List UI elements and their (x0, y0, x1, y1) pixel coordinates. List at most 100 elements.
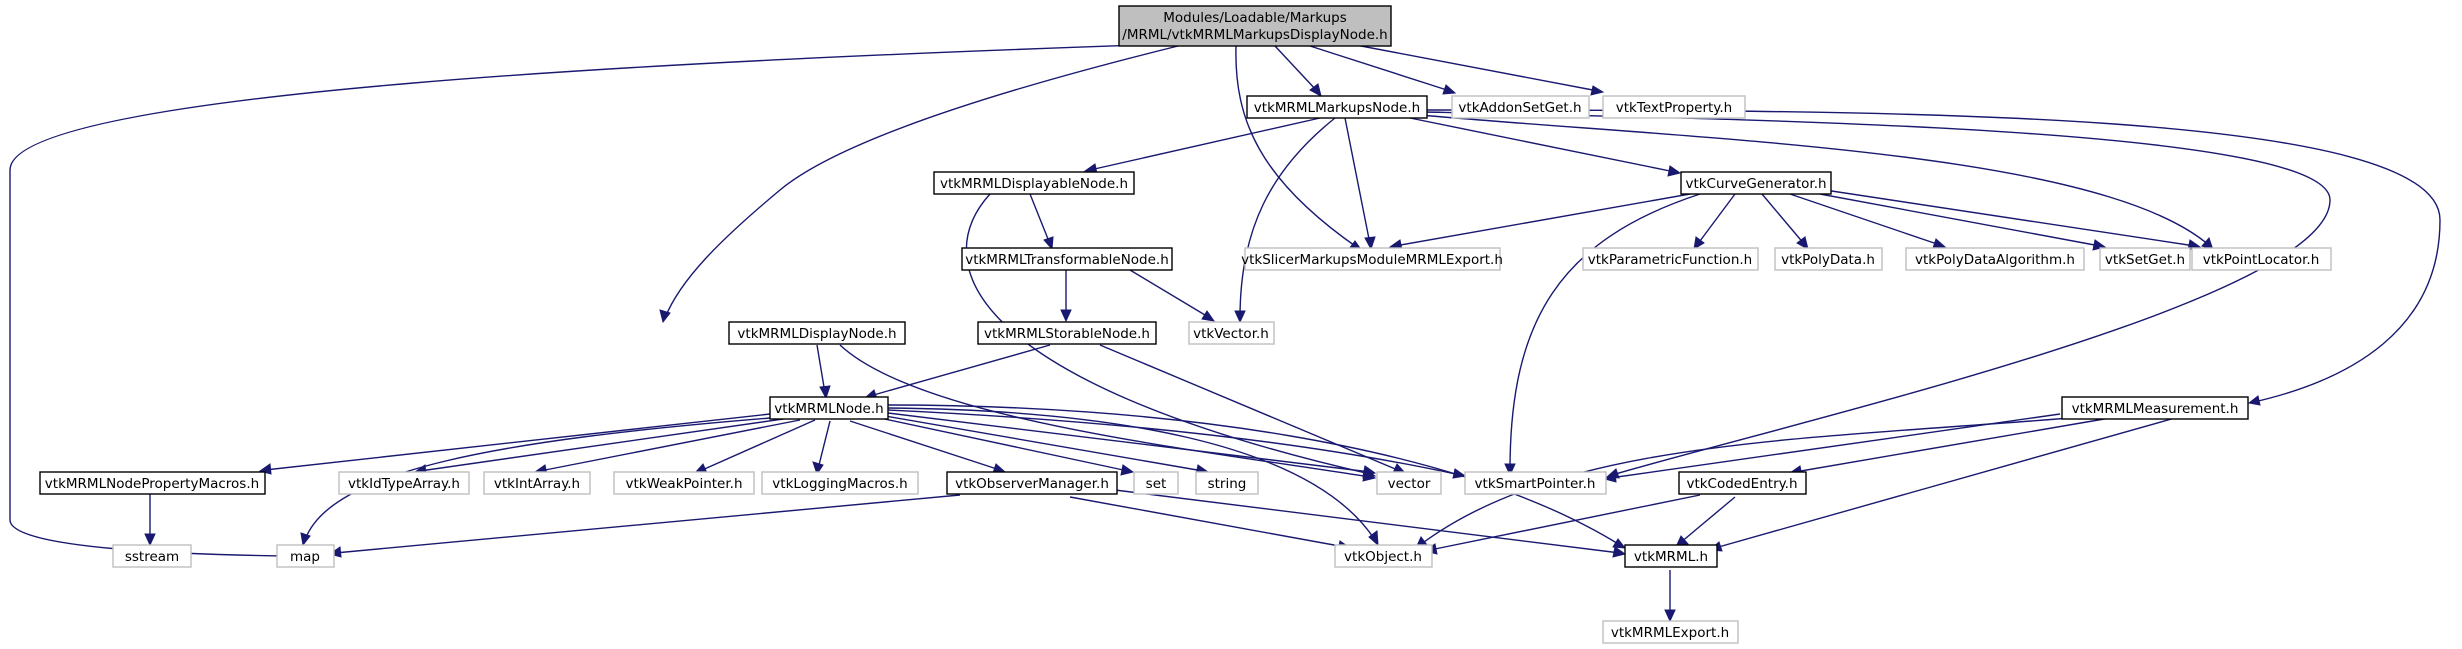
node-coded-entry-label: vtkCodedEntry.h (1686, 476, 1797, 492)
edge-curvegen-polydata-arrow (1796, 236, 1809, 250)
node-parametric-function[interactable]: vtkParametricFunction.h (1582, 247, 1759, 271)
node-vtk-object[interactable]: vtkObject.h (1334, 544, 1433, 568)
node-vtk-object-label: vtkObject.h (1344, 549, 1422, 565)
node-poly-data-algorithm[interactable]: vtkPolyDataAlgorithm.h (1905, 247, 2085, 271)
edge-measurement-smartpointer-arrow (1603, 471, 1617, 483)
node-poly-data[interactable]: vtkPolyData.h (1774, 247, 1883, 271)
edge-root-textproperty (1339, 41, 1599, 92)
node-addon-setget[interactable]: vtkAddonSetGet.h (1451, 95, 1590, 119)
node-curve-generator-label: vtkCurveGenerator.h (1685, 176, 1826, 192)
edge-mrmlnode-intarray (539, 419, 801, 472)
node-markups-node[interactable]: vtkMRMLMarkupsNode.h (1246, 95, 1428, 119)
node-mrml-node[interactable]: vtkMRMLNode.h (769, 396, 889, 420)
node-markups-node-label: vtkMRMLMarkupsNode.h (1254, 100, 1420, 116)
node-weak-pointer[interactable]: vtkWeakPointer.h (613, 471, 755, 495)
edge-observermgr-map (334, 494, 961, 554)
node-text-property[interactable]: vtkTextProperty.h (1602, 95, 1746, 119)
node-poly-data-algorithm-label: vtkPolyDataAlgorithm.h (1915, 252, 2075, 268)
node-mrml-export[interactable]: vtkMRMLExport.h (1602, 620, 1739, 644)
edge-mrmlnode-vector-arrow (1362, 465, 1377, 477)
edge-markups-vtkvector (1239, 117, 1336, 319)
node-root-label-line1: Modules/Loadable/Markups (1163, 10, 1347, 26)
node-mrml-export-label: vtkMRMLExport.h (1611, 625, 1729, 641)
node-vector[interactable]: vector (1376, 471, 1442, 495)
node-string[interactable]: string (1195, 471, 1259, 495)
edge-measurement-vtkobject (1419, 417, 2071, 546)
edge-codedentry-vtkobject (1429, 494, 1701, 551)
node-smart-pointer[interactable]: vtkSmartPointer.h (1464, 471, 1607, 495)
node-storable-node[interactable]: vtkMRMLStorableNode.h (977, 321, 1157, 345)
node-int-array-label: vtkIntArray.h (494, 476, 580, 492)
node-map[interactable]: map (276, 544, 335, 568)
edge-curvegen-smartpointer (1509, 193, 1701, 471)
edge-displaynode-mrmlnode-arrow (819, 385, 831, 400)
node-vtk-vector[interactable]: vtkVector.h (1188, 321, 1275, 345)
graph-nodes: Modules/Loadable/Markups /MRML/vtkMRMLMa… (39, 5, 2332, 644)
edge-storable-mrmlnode (869, 344, 1051, 397)
edge-root-displaynode-arrow (659, 309, 671, 324)
node-sstream-label: sstream (125, 549, 179, 565)
edge-curvegen-parametric (1696, 193, 1736, 246)
edge-curvegen-polydataalgo (1789, 193, 1941, 246)
node-observer-manager[interactable]: vtkObserverManager.h (946, 471, 1118, 495)
node-sstream[interactable]: sstream (112, 544, 192, 568)
edge-displaynode-mrmlnode (816, 344, 826, 394)
edge-markups-displayable (1089, 117, 1321, 171)
node-set-label: set (1146, 476, 1167, 492)
edge-mrmlnode-set (879, 417, 1129, 472)
edge-root-addonsetget-arrow (1442, 84, 1457, 95)
node-measurement[interactable]: vtkMRMLMeasurement.h (2061, 396, 2249, 420)
edge-displayable-transformable (1029, 193, 1051, 245)
node-measurement-label: vtkMRMLMeasurement.h (2072, 401, 2239, 417)
node-slicer-export-label: vtkSlicerMarkupsModuleMRMLExport.h (1241, 252, 1503, 268)
edge-vtkmrml-mrmlexport-arrow (1664, 609, 1676, 623)
edge-root-addonsetget (1309, 45, 1451, 92)
edge-curvegen-setget (1819, 193, 2101, 247)
edge-mrmlnode-loggingmacros-arrow (812, 461, 824, 476)
node-transformable-node[interactable]: vtkMRMLTransformableNode.h (961, 247, 1173, 271)
node-string-label: string (1208, 476, 1247, 492)
node-logging-macros[interactable]: vtkLoggingMacros.h (761, 471, 919, 495)
edge-markups-slicerexport-arrow (1364, 236, 1376, 251)
edge-mrmlnode-vtkmrml-arrow (1612, 538, 1627, 549)
node-weak-pointer-label: vtkWeakPointer.h (625, 476, 742, 492)
node-int-array[interactable]: vtkIntArray.h (483, 471, 591, 495)
node-id-type-array-label: vtkIdTypeArray.h (348, 476, 460, 492)
edge-observermgr-vtkmrml-arrow (1612, 546, 1627, 558)
node-set-get-label: vtkSetGet.h (2105, 252, 2185, 268)
edge-mrmlnode-smartpointer (887, 409, 1461, 476)
edge-curvegen-pointlocator (1824, 189, 2196, 247)
edge-transformable-storable-arrow (1060, 309, 1072, 323)
node-curve-generator[interactable]: vtkCurveGenerator.h (1680, 171, 1832, 195)
node-parametric-function-label: vtkParametricFunction.h (1588, 252, 1752, 268)
edge-markups-pointlocator (1419, 114, 2211, 247)
node-slicer-export[interactable]: vtkSlicerMarkupsModuleMRMLExport.h (1241, 247, 1503, 271)
node-id-type-array[interactable]: vtkIdTypeArray.h (338, 471, 470, 495)
node-node-property-macros[interactable]: vtkMRMLNodePropertyMacros.h (39, 471, 266, 495)
edge-curvegen-parametric-arrow (1693, 236, 1705, 250)
edge-mrmlnode-weakpointer (699, 419, 816, 472)
node-vtk-mrml[interactable]: vtkMRML.h (1624, 544, 1718, 568)
node-mrml-node-label: vtkMRMLNode.h (774, 401, 883, 417)
node-logging-macros-label: vtkLoggingMacros.h (772, 476, 907, 492)
edge-root-displaynode (664, 45, 1179, 319)
node-root[interactable]: Modules/Loadable/Markups /MRML/vtkMRMLMa… (1118, 5, 1392, 47)
edge-mrmlnode-loggingmacros (817, 420, 831, 470)
node-point-locator[interactable]: vtkPointLocator.h (2191, 247, 2332, 271)
node-coded-entry[interactable]: vtkCodedEntry.h (1678, 471, 1807, 495)
node-set-get[interactable]: vtkSetGet.h (2099, 247, 2191, 271)
edge-transformable-vtkvector (1129, 269, 1211, 319)
node-displayable-node[interactable]: vtkMRMLDisplayableNode.h (933, 171, 1135, 195)
node-display-node[interactable]: vtkMRMLDisplayNode.h (728, 321, 906, 345)
node-node-property-macros-label: vtkMRMLNodePropertyMacros.h (45, 476, 259, 492)
edge-mrmlnode-observermgr (849, 420, 1001, 471)
edge-root-markupsnode-arrow (1309, 83, 1322, 97)
node-set[interactable]: set (1133, 471, 1179, 495)
edge-curvegen-smartpointer-arrow (1504, 463, 1516, 477)
edge-mrmlnode-string (884, 415, 1204, 472)
edge-markups-slicerexport (1344, 117, 1371, 245)
node-point-locator-label: vtkPointLocator.h (2203, 252, 2320, 268)
edge-markups-measurement (1424, 109, 2441, 403)
edge-markups-curvegen (1409, 117, 1676, 173)
